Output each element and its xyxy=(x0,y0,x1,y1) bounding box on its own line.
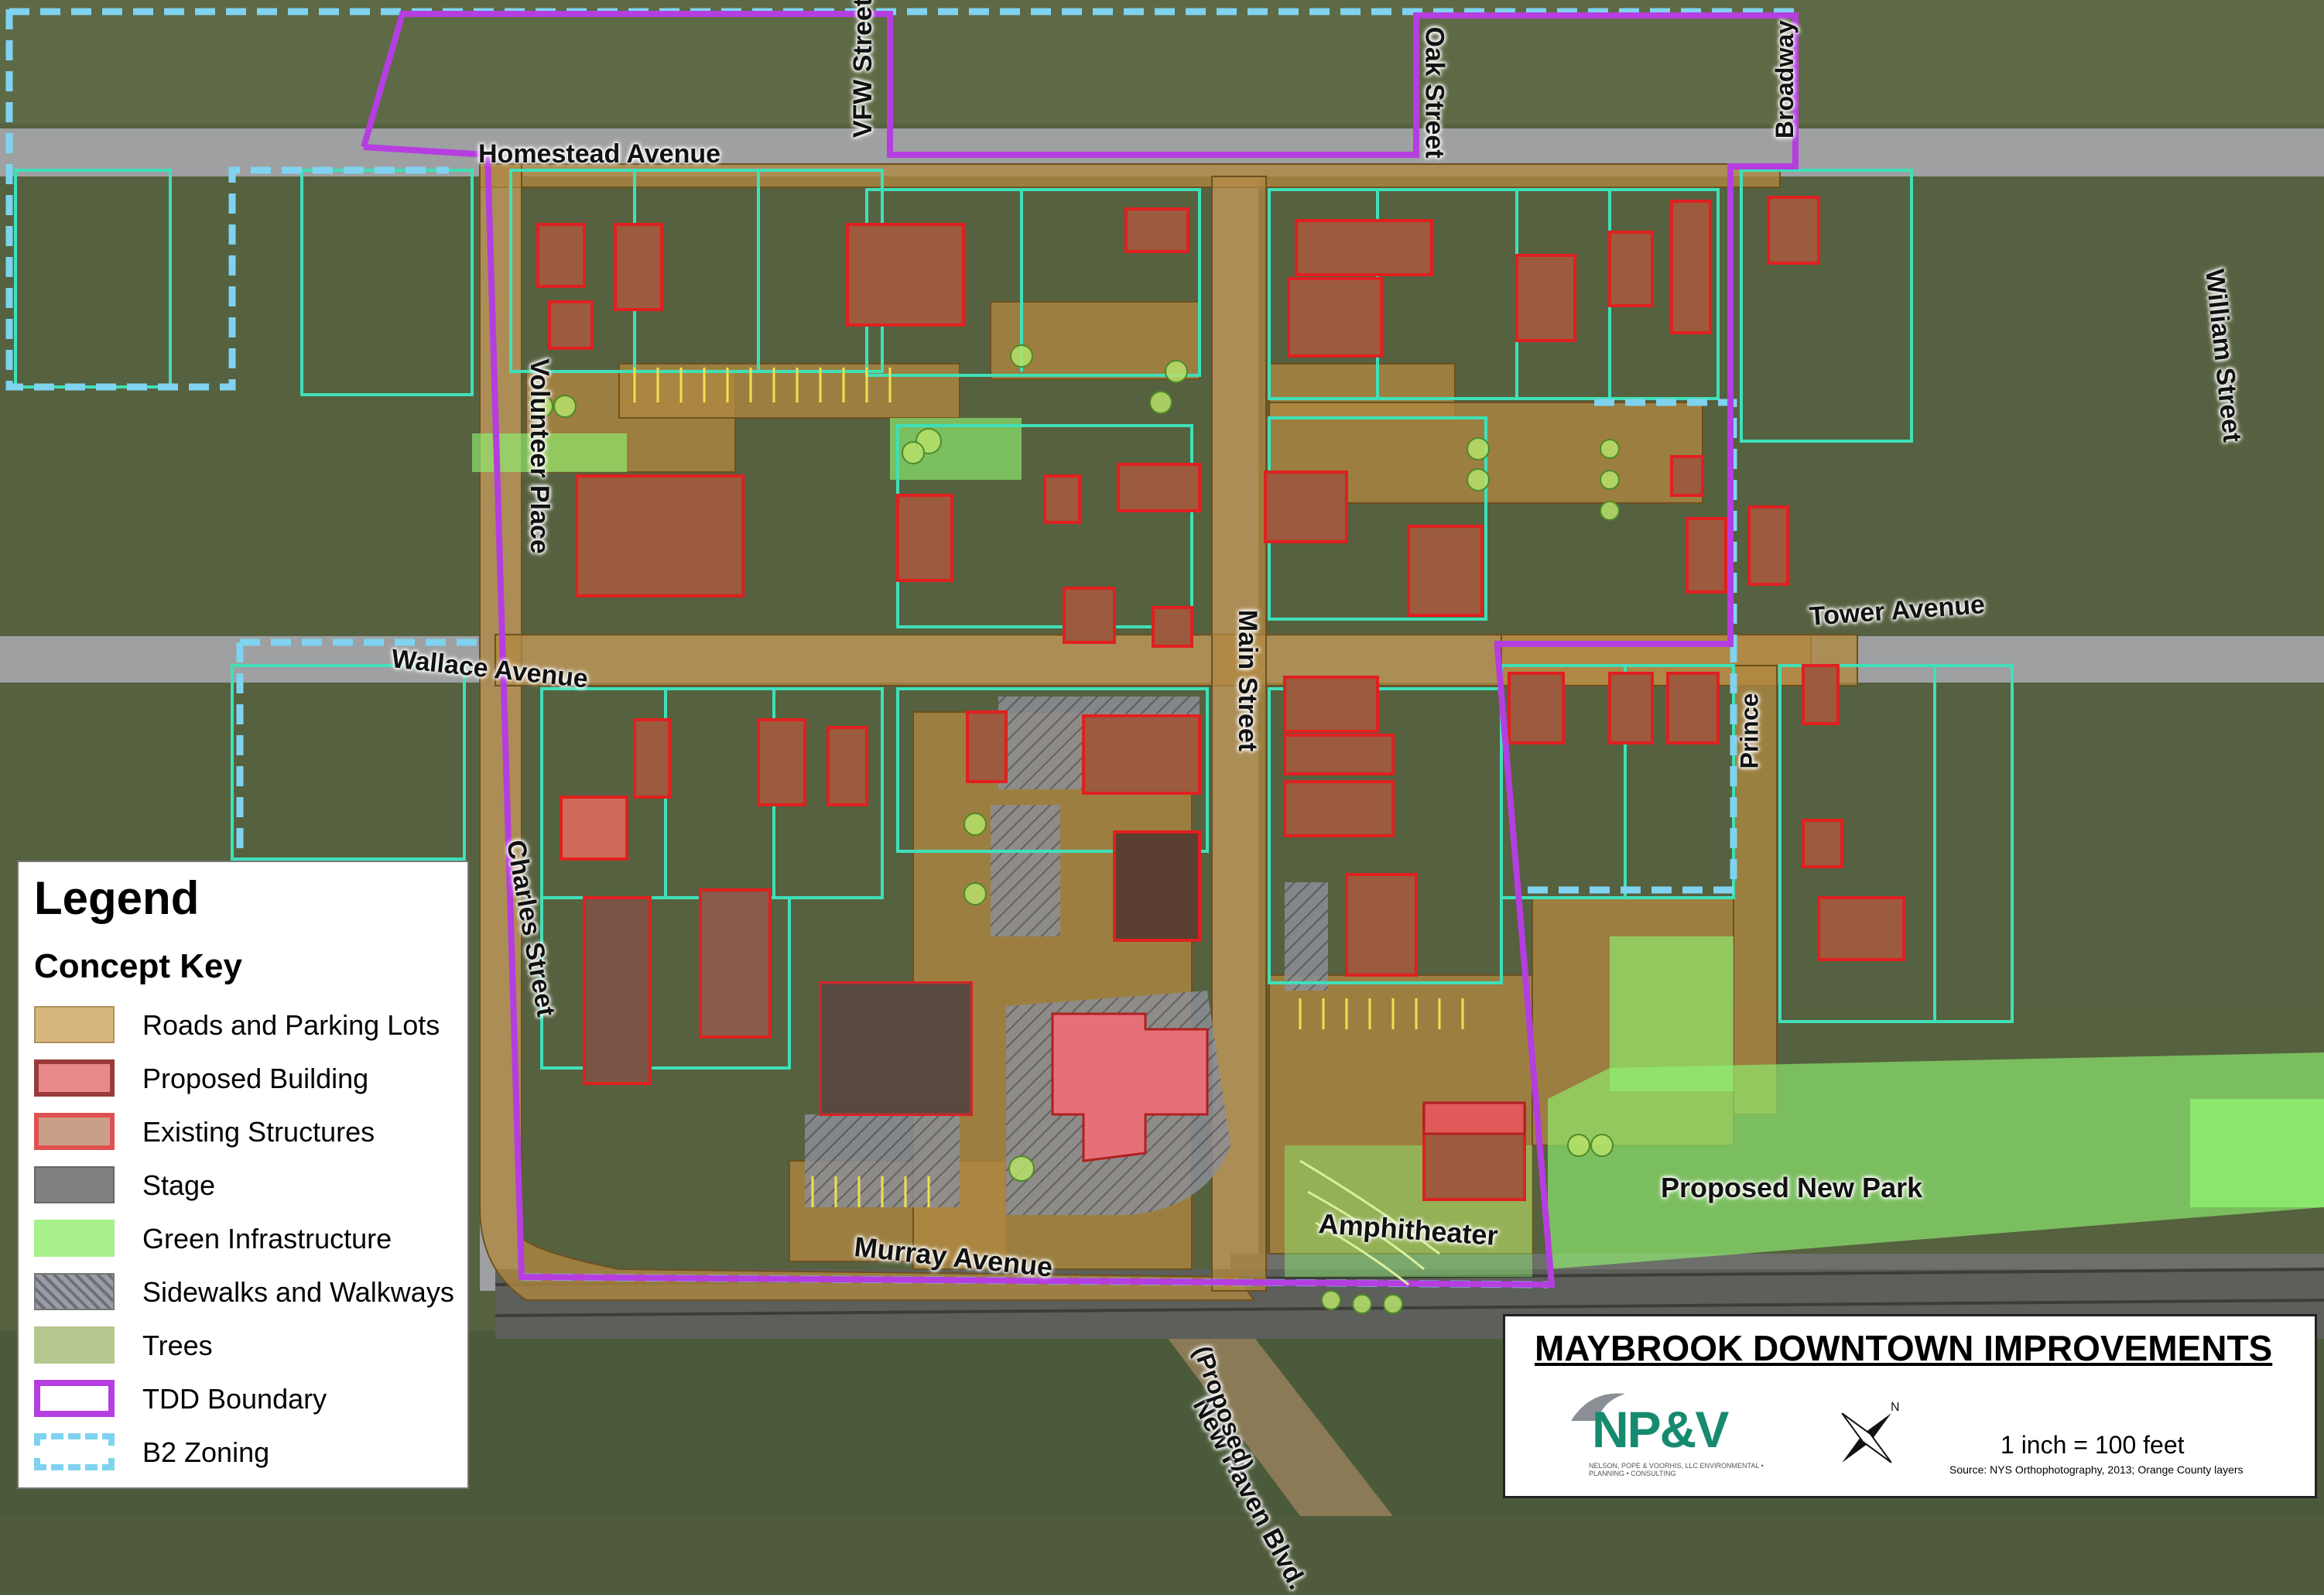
legend-item-label: Green Infrastructure xyxy=(142,1223,392,1254)
compass-icon: N xyxy=(1841,1401,1900,1463)
legend-item-label: Proposed Building xyxy=(142,1063,369,1094)
stage xyxy=(820,983,971,1114)
legend-item-roads: Roads and Parking Lots xyxy=(34,1006,467,1046)
legend-item-existing-structures: Existing Structures xyxy=(34,1113,467,1153)
legend-item-sidewalks: Sidewalks and Walkways xyxy=(34,1273,467,1313)
tdd-boundary xyxy=(361,11,1799,1289)
main-street-label: Main Street xyxy=(1233,609,1263,752)
company-logo: NP&V NELSON, POPE & VOORHIS, LLC ENVIRON… xyxy=(1567,1393,1799,1479)
existing-structures-swatch xyxy=(34,1113,115,1150)
legend-panel: Legend Concept Key Roads and Parking Lot… xyxy=(17,861,469,1489)
legend-item-label: B2 Zoning xyxy=(142,1436,270,1468)
green-infrastructure-swatch xyxy=(34,1220,115,1257)
legend-item-label: Trees xyxy=(142,1330,213,1361)
source-text: Source: NYS Orthophotography, 2013; Oran… xyxy=(1949,1463,2244,1476)
broadway-label: Broadway xyxy=(1770,20,1799,139)
legend-title: Legend xyxy=(34,872,200,924)
proposed-building-swatch xyxy=(34,1059,115,1097)
trees xyxy=(530,344,1620,1314)
legend-item-stage: Stage xyxy=(34,1166,467,1207)
sidewalks-swatch xyxy=(34,1273,115,1310)
bird-logo-icon xyxy=(1571,1393,1625,1421)
north-label: N xyxy=(1891,1401,1900,1414)
amphitheater-seating xyxy=(1299,1159,1440,1286)
volunteer-place-label: Volunteer Place xyxy=(524,358,554,554)
oak-street-label: Oak Street xyxy=(1419,26,1450,159)
legend-item-green-infrastructure: Green Infrastructure xyxy=(34,1220,467,1260)
logo-wordmark: NP&V xyxy=(1592,1401,1729,1458)
legend-item-trees: Trees xyxy=(34,1326,467,1367)
north-arrow: N xyxy=(1824,1395,1909,1480)
legend-item-label: Sidewalks and Walkways xyxy=(142,1276,454,1308)
legend-item-label: Roads and Parking Lots xyxy=(142,1009,440,1041)
homestead-avenue-label: Homestead Avenue xyxy=(478,139,721,169)
legend-item-label: TDD Boundary xyxy=(142,1383,327,1415)
logo-subtext: NELSON, POPE & VOORHIS, LLC ENVIRONMENTA… xyxy=(1589,1462,1764,1477)
legend-item-label: Stage xyxy=(142,1169,216,1201)
stage-swatch xyxy=(34,1166,115,1203)
proposed-new-park-label: Proposed New Park xyxy=(1661,1172,1923,1203)
scale-text: 1 inch = 100 feet xyxy=(2001,1431,2185,1459)
vfw-street-label: VFW Street xyxy=(848,0,878,139)
legend-item-b2-zoning: B2 Zoning xyxy=(34,1433,467,1473)
legend-item-tdd-boundary: TDD Boundary xyxy=(34,1380,467,1420)
tdd-boundary-swatch xyxy=(34,1380,115,1417)
proposed-buildings xyxy=(1051,1012,1526,1162)
existing-structures xyxy=(536,196,1905,1201)
title-block: MAYBROOK DOWNTOWN IMPROVEMENTS NP&V NELS… xyxy=(1503,1314,2317,1498)
b2-zoning-swatch xyxy=(34,1433,115,1470)
parking-stalls xyxy=(633,368,1464,1207)
trees-swatch xyxy=(34,1326,115,1364)
prince-label: Prince xyxy=(1735,693,1764,769)
legend-item-proposed-building: Proposed Building xyxy=(34,1059,467,1100)
map-title: MAYBROOK DOWNTOWN IMPROVEMENTS xyxy=(1535,1328,2273,1368)
legend-item-label: Existing Structures xyxy=(142,1116,375,1148)
roads-swatch xyxy=(34,1006,115,1043)
legend-subtitle: Concept Key xyxy=(34,947,242,985)
